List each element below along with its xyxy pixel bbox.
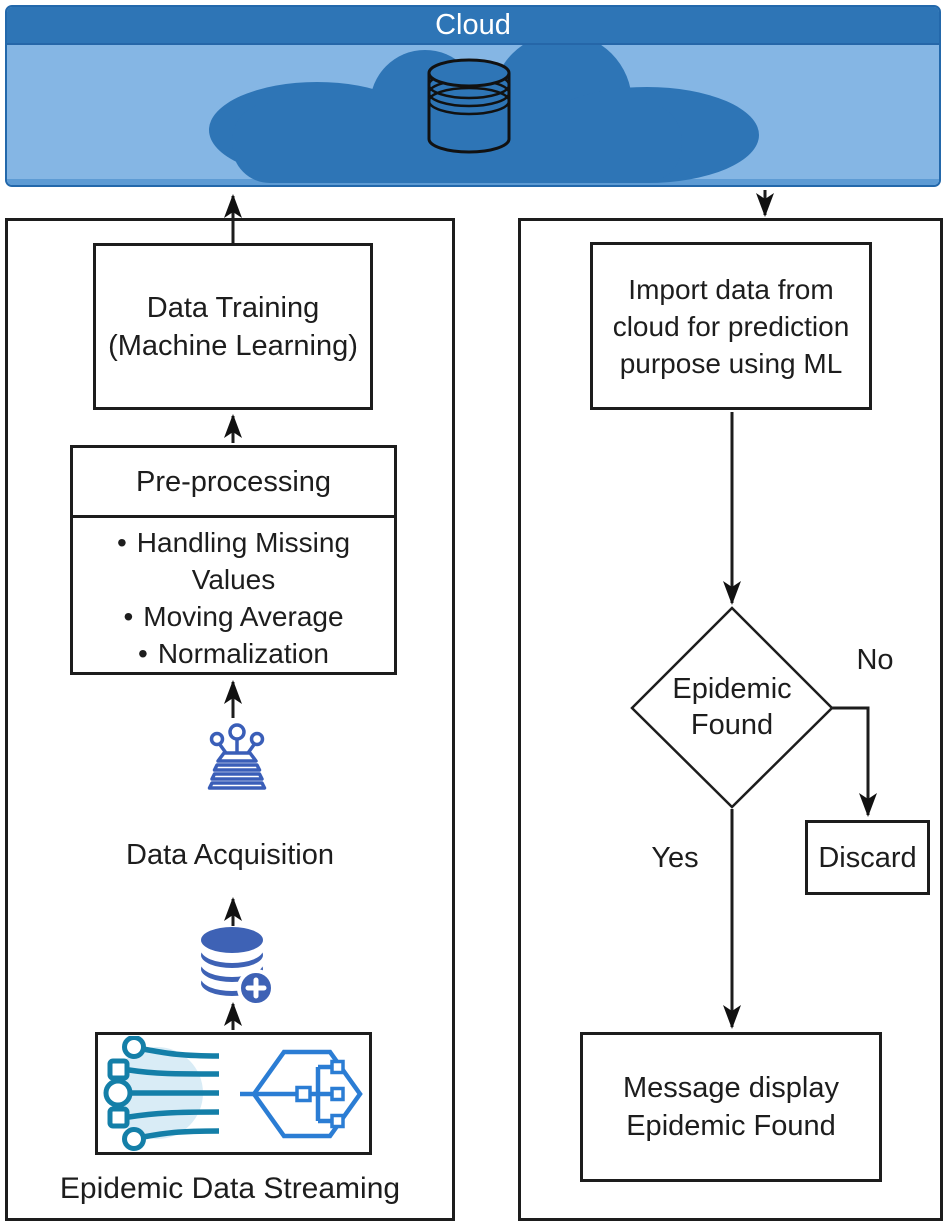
import-line1: Import data from (628, 273, 834, 305)
bullet-text: Normalization (157, 638, 329, 669)
data-training-line1: Data Training (146, 291, 320, 324)
import-line2: cloud for prediction (612, 310, 850, 342)
bullet-text: Handling Missing Values (136, 527, 351, 595)
preprocessing-bullet-list: •Handling Missing Values •Moving Average… (73, 518, 394, 672)
bullet-item: • Normalization (77, 635, 390, 672)
message-line2: Epidemic Found (626, 1110, 836, 1142)
data-training-line2: (Machine Learning) (108, 329, 358, 362)
hexagon-branch-icon (240, 1049, 363, 1138)
bullet-dot: • (138, 638, 148, 669)
message-display-box: Message display Epidemic Found (580, 1032, 882, 1182)
branch-yes-label: Yes (651, 842, 699, 874)
database-add-icon (201, 927, 275, 1007)
bullet-dot: • (116, 527, 127, 558)
discard-box: Discard (805, 820, 930, 895)
cloud-banner-body (7, 45, 939, 185)
bullet-item: • Moving Average (77, 598, 390, 635)
decision-epidemic-found-label: Epidemic Found (672, 673, 792, 741)
data-acquisition-label: Data Acquisition (126, 839, 334, 871)
cloud-banner-title: Cloud (7, 7, 939, 45)
import-data-box: Import data from cloud for prediction pu… (590, 242, 872, 410)
message-line1: Message display (623, 1072, 839, 1104)
preprocessing-title: Pre-processing (73, 448, 394, 518)
ml-layers-icon (207, 723, 267, 790)
epidemic-data-streaming-box (95, 1032, 372, 1155)
preprocessing-box: Pre-processing •Handling Missing Values … (70, 445, 397, 675)
cloud-banner: Cloud (5, 5, 941, 187)
data-training-box: Data Training (Machine Learning) (93, 243, 373, 410)
discard-label: Discard (818, 841, 917, 874)
data-stream-icon (103, 1036, 220, 1151)
bullet-dot: • (123, 601, 134, 632)
bullet-item: • Handling Missing Values (77, 524, 390, 598)
bullet-text: Moving Average (143, 601, 344, 632)
import-line3: purpose using ML (619, 347, 843, 379)
branch-no-label: No (856, 644, 894, 676)
epidemic-data-streaming-label: Epidemic Data Streaming (59, 1172, 401, 1205)
database-cylinder-icon (427, 58, 511, 154)
cloud-icon (209, 45, 759, 183)
cloud-shape (209, 45, 759, 183)
